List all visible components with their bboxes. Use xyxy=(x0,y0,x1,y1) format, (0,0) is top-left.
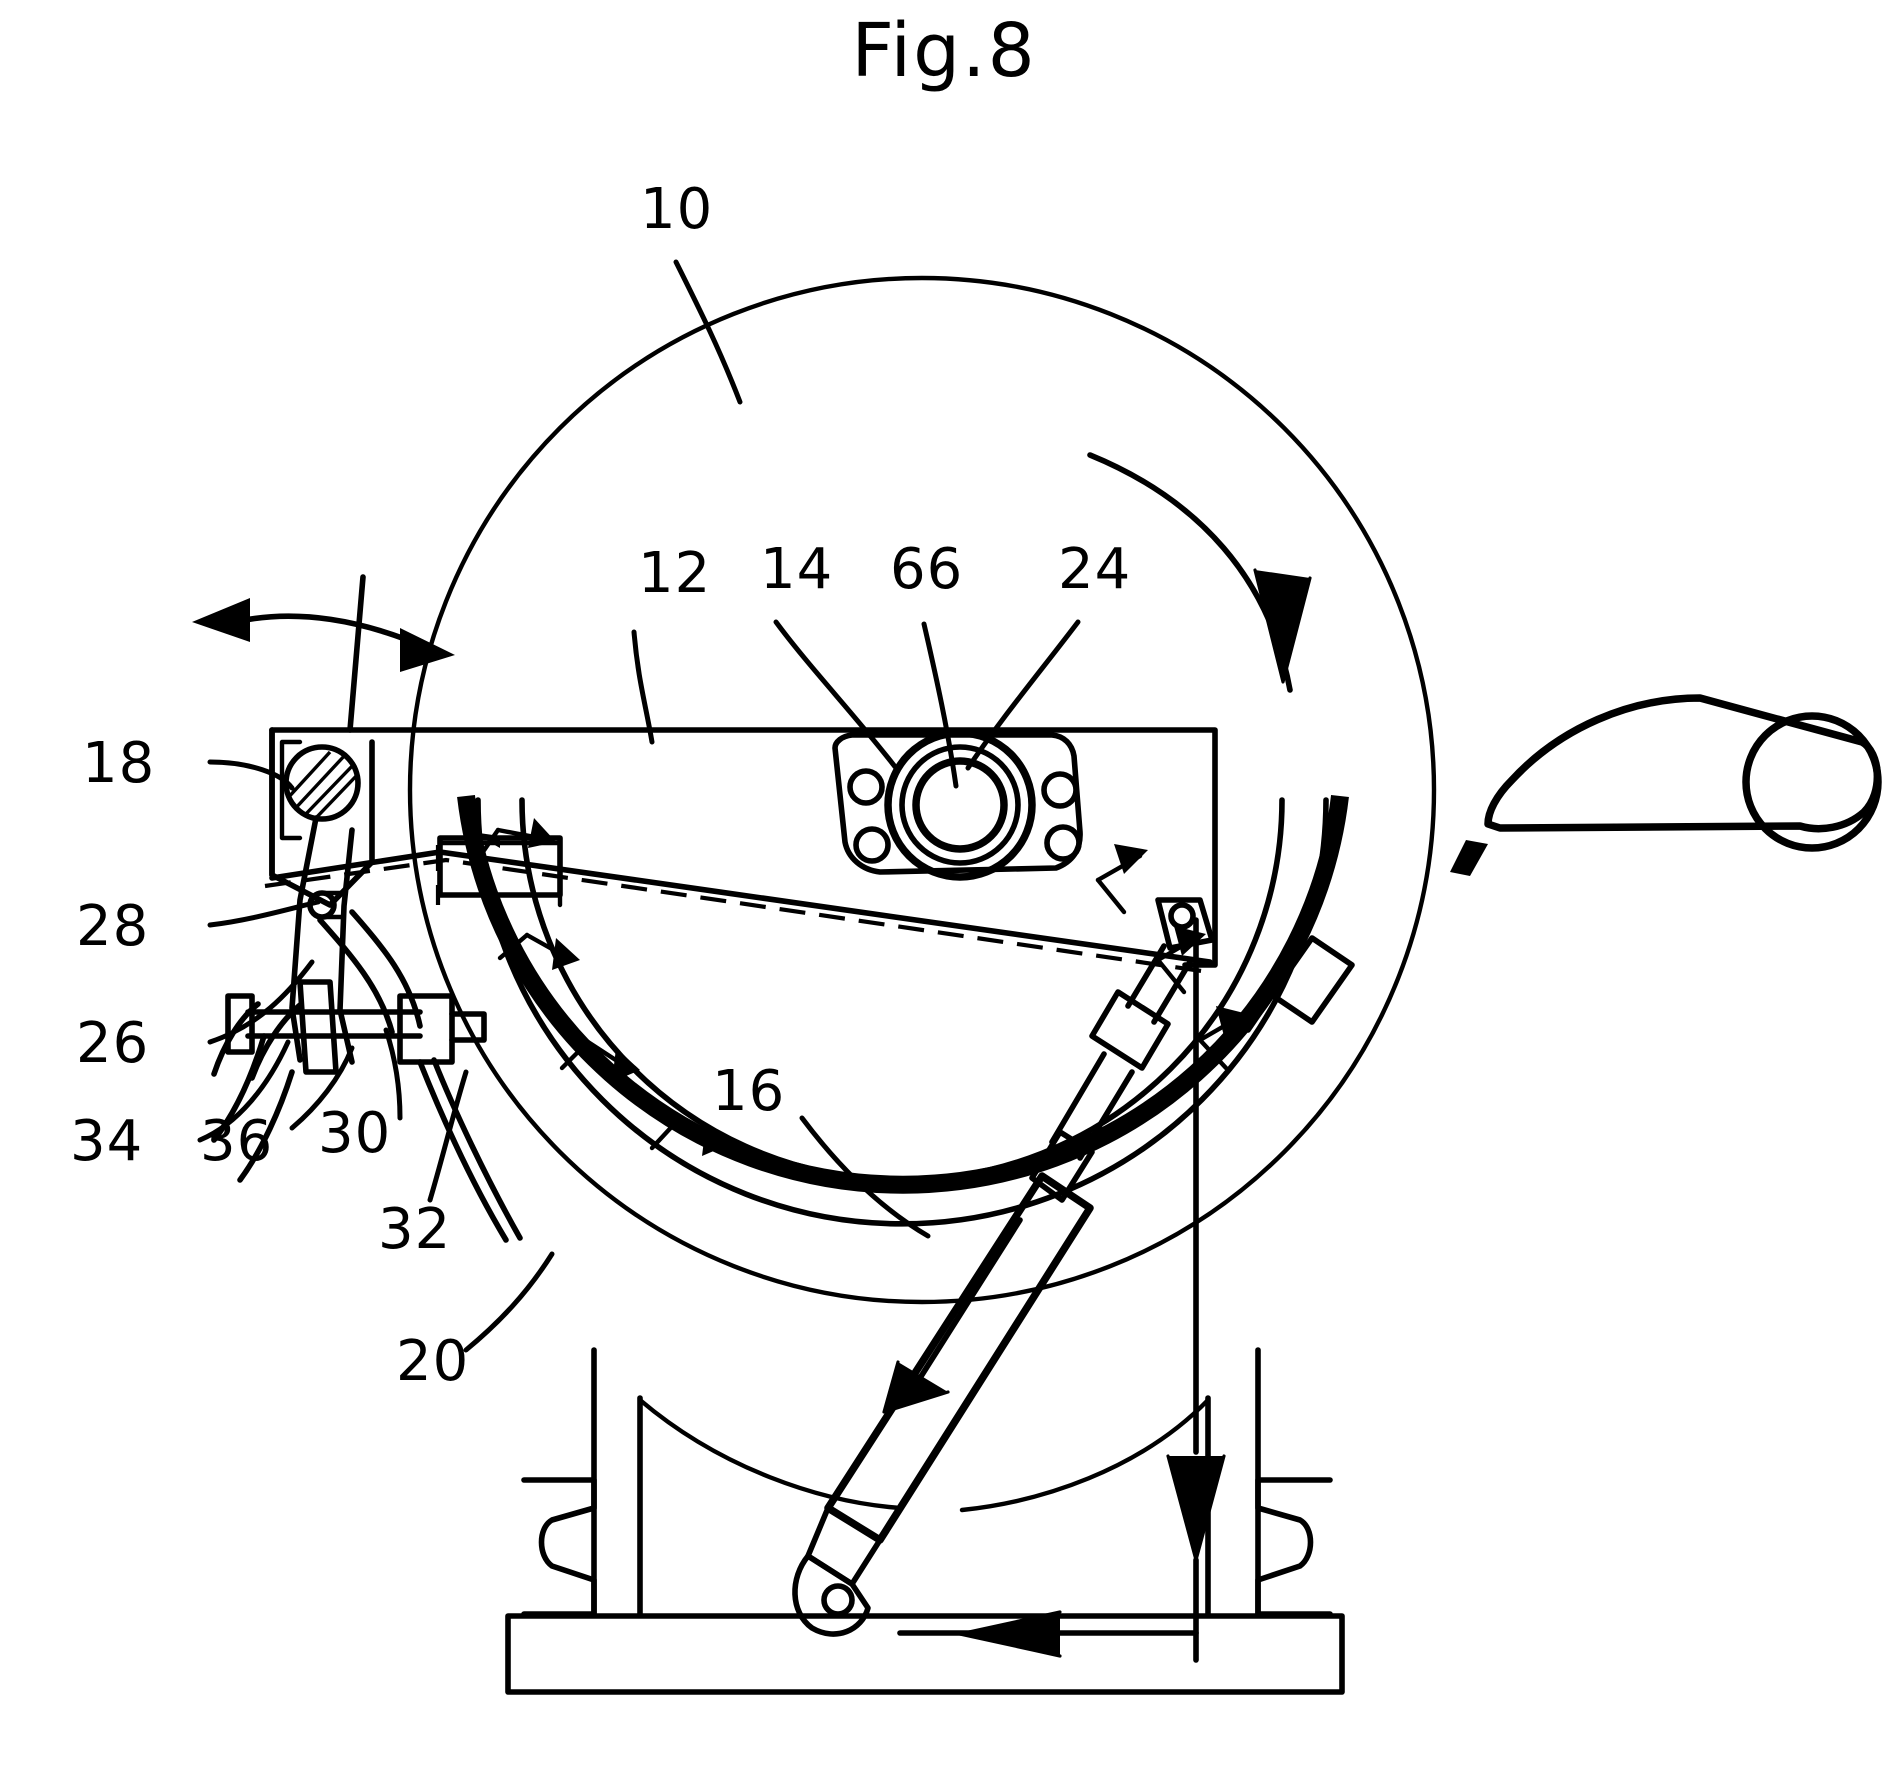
numeral-26: 26 xyxy=(76,1011,149,1076)
numeral-36: 36 xyxy=(200,1109,273,1174)
leader-lines xyxy=(197,259,1081,1353)
numeral-10: 10 xyxy=(640,177,713,242)
numeral-16: 16 xyxy=(712,1059,785,1124)
numeral-12: 12 xyxy=(638,541,711,606)
machine-base-frame xyxy=(505,1347,1345,1695)
numeral-28: 28 xyxy=(76,894,149,959)
numeral-34: 34 xyxy=(70,1109,143,1174)
swing-arrow-icon xyxy=(192,574,455,733)
numeral-14: 14 xyxy=(760,537,833,602)
base-horizontal-arrow-icon xyxy=(897,1610,1199,1658)
band-shoe-right xyxy=(1245,935,1355,1033)
numeral-30: 30 xyxy=(318,1101,391,1166)
numeral-66: 66 xyxy=(890,537,963,602)
cylinder-stroke-arrow-icon xyxy=(882,1217,1023,1414)
reference-numeral-labels: 10 12 14 66 24 18 28 26 34 36 30 32 20 1… xyxy=(70,177,1131,1394)
hub-flange-assembly xyxy=(832,729,1083,881)
band-shoe-left xyxy=(437,832,563,898)
inner-drum-arc xyxy=(475,797,1329,1227)
pivot-pin-18 xyxy=(283,744,361,822)
hydraulic-cylinder-16 xyxy=(792,897,1215,1637)
brake-band-20 xyxy=(457,794,1349,1194)
pin-bracket xyxy=(279,739,303,841)
band-segment-arrows xyxy=(473,818,1248,1156)
rotation-arrow-icon xyxy=(1087,452,1312,693)
figure-title: Fig.8 xyxy=(851,8,1037,94)
roller-wedge xyxy=(1450,694,1882,876)
lever-linkage-assembly xyxy=(211,815,523,1243)
drum-outer-circle xyxy=(407,275,1437,1305)
numeral-32: 32 xyxy=(378,1197,451,1262)
numeral-20: 20 xyxy=(396,1329,469,1394)
numeral-24: 24 xyxy=(1058,537,1131,602)
numeral-18: 18 xyxy=(82,731,155,796)
